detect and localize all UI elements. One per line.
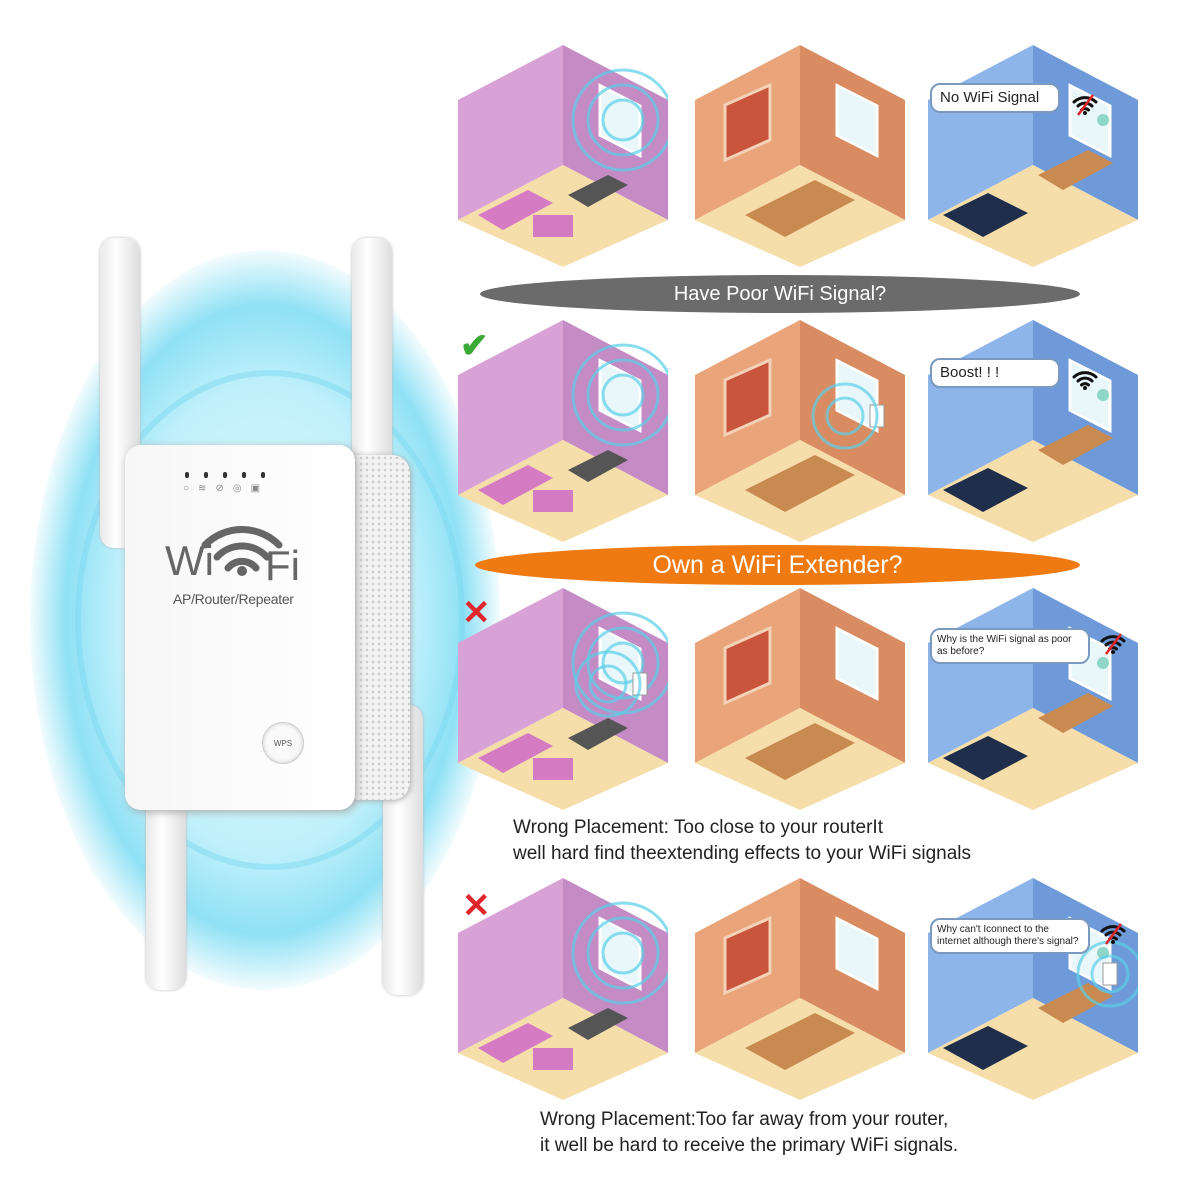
bedroom-illustration: [928, 878, 1138, 1100]
bedroom-illustration: [928, 588, 1138, 810]
extender-device: ○ ≋ ⊘ ◎ ▣ Wi Fi AP/Router/Repeater: [125, 445, 355, 810]
own-extender-text: Own a WiFi Extender?: [652, 550, 903, 579]
device-subtitle: AP/Router/Repeater: [173, 591, 294, 607]
cross-icon: ✕: [462, 887, 491, 925]
too-far-caption: Wrong Placement:Too far away from your r…: [540, 1107, 958, 1159]
globe-icon: ⊘: [215, 483, 224, 494]
caption-line: it well be hard to receive the primary W…: [540, 1135, 959, 1156]
caption-line: Wrong Placement:Too far away from your r…: [540, 1109, 949, 1130]
too-close-caption: Wrong Placement: Too close to your route…: [513, 815, 971, 867]
wifi-icon: ≋: [198, 483, 207, 494]
wifi-logo-icon: [201, 526, 283, 576]
led: [185, 472, 189, 478]
living-room-illustration: [458, 588, 668, 810]
wps-button[interactable]: WPS: [262, 722, 304, 764]
led: [242, 472, 246, 478]
poor-signal-banner: Have Poor WiFi Signal?: [480, 275, 1080, 313]
led: [261, 472, 265, 478]
no-wifi-icon: [1072, 94, 1098, 116]
bedroom-illustration: [928, 45, 1138, 267]
speech-bubble: Why is the WiFi signal as poor as before…: [930, 628, 1090, 664]
settings-icon: ◎: [232, 483, 242, 494]
antenna-bottom-left: [146, 790, 186, 990]
dining-room-illustration: [695, 45, 905, 267]
wifi-signal-icon: [1072, 371, 1098, 390]
no-wifi-icon: [1100, 923, 1126, 945]
caption-line: well hard find theextending effects to y…: [513, 843, 971, 864]
cross-icon: ✕: [462, 594, 491, 632]
check-icon: ✔: [460, 327, 489, 365]
wps-label: WPS: [273, 738, 293, 748]
living-room-illustration: [458, 320, 668, 542]
dining-room-illustration: [695, 320, 905, 542]
living-room-illustration: [458, 45, 668, 267]
living-room-illustration: [458, 878, 668, 1100]
caption-line: Wrong Placement: Too close to your route…: [513, 817, 883, 838]
poor-signal-text: Have Poor WiFi Signal?: [673, 282, 887, 305]
speech-bubble: Boost! ! !: [930, 358, 1060, 388]
led: [223, 472, 227, 478]
dining-room-illustration: [695, 878, 905, 1100]
bedroom-illustration: [928, 320, 1138, 542]
brand-wi: Wi: [165, 537, 214, 584]
own-extender-banner: Own a WiFi Extender?: [475, 545, 1080, 585]
signal-ring: [75, 370, 465, 870]
speech-bubble: No WiFi Signal: [930, 83, 1060, 113]
lan-port-icon: ▣: [250, 483, 261, 494]
brand-fi: Fi: [265, 542, 300, 589]
led: [204, 472, 208, 478]
led-row: [185, 472, 265, 478]
dining-room-illustration: [695, 588, 905, 810]
speech-bubble: Why can't Iconnect to the internet altho…: [930, 918, 1090, 954]
no-wifi-icon: [1100, 633, 1126, 655]
power-icon: ○: [183, 483, 190, 494]
indicator-icons: ○ ≋ ⊘ ◎ ▣: [183, 483, 260, 495]
